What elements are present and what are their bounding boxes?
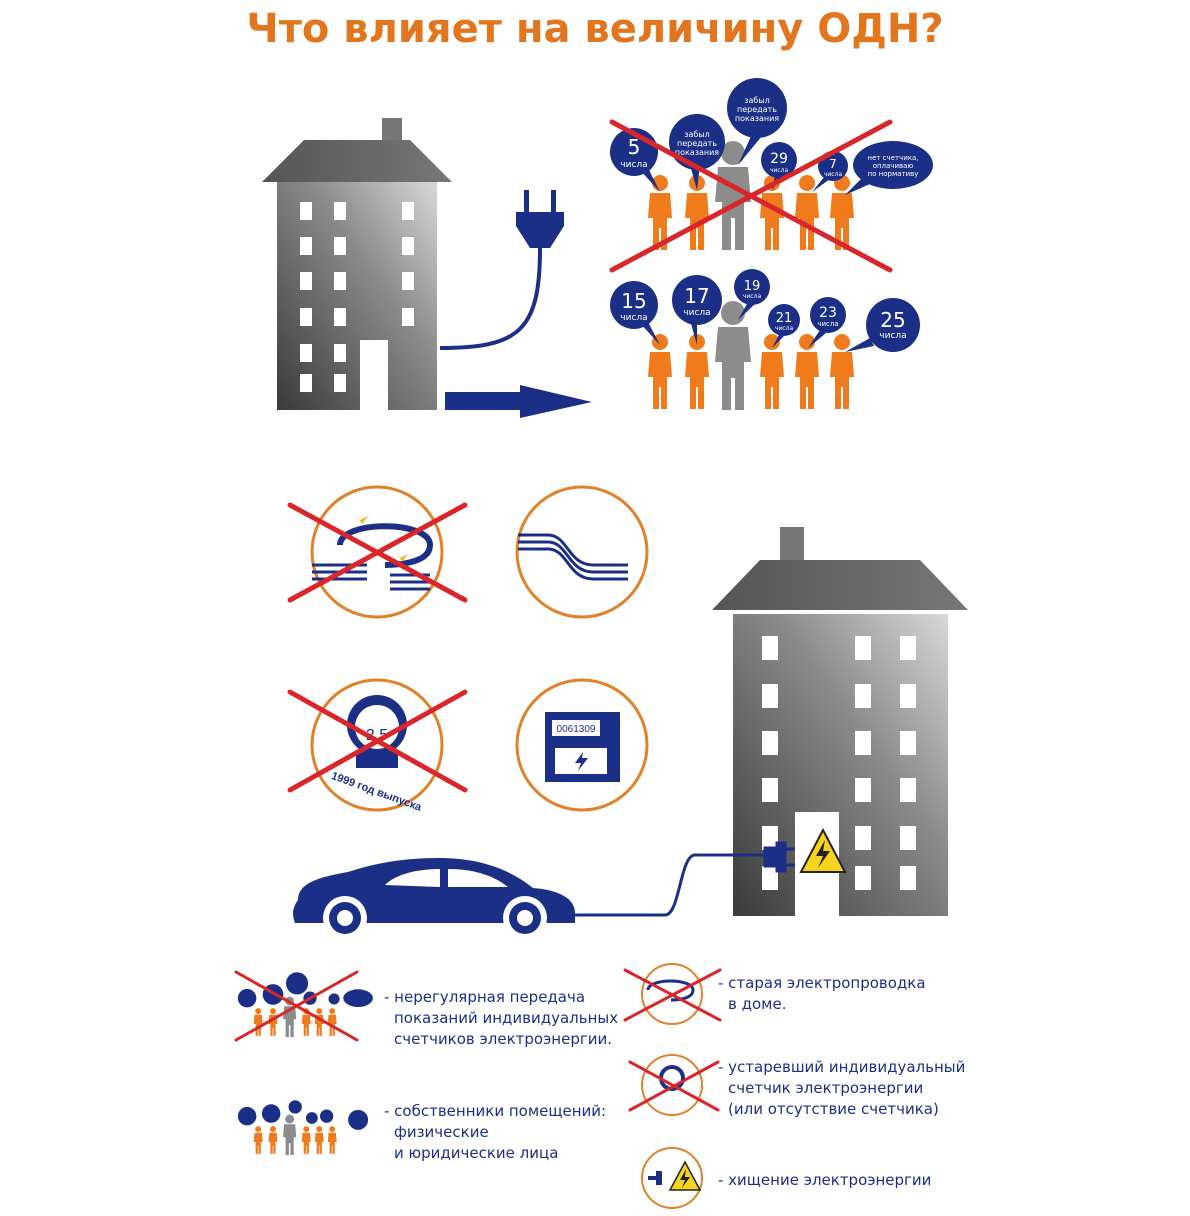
legend-old-meter: - устаревший индивидуальный счетчик элек… (628, 1054, 965, 1118)
svg-text:показания: показания (675, 148, 719, 157)
svg-text:числа: числа (817, 320, 838, 328)
legend-theft: - хищение электроэнергии (641, 1147, 931, 1209)
svg-text:17: 17 (684, 284, 709, 308)
svg-text:25: 25 (880, 308, 905, 332)
irregular-readings-group: 5 числа забыл передать показания забыл п… (609, 78, 933, 273)
car-icon (293, 841, 795, 940)
plug-icon (439, 190, 564, 350)
svg-text:- хищение электроэнергии: - хищение электроэнергии (718, 1171, 931, 1189)
svg-text:21: 21 (776, 311, 793, 326)
svg-text:забыл: забыл (744, 96, 770, 105)
old-wiring-icon (287, 485, 468, 619)
svg-text:нет счетчика,: нет счетчика, (868, 154, 919, 162)
svg-text:показаний индивидуальных: показаний индивидуальных (394, 1009, 618, 1027)
svg-text:числа: числа (683, 308, 710, 318)
svg-text:числа: числа (770, 167, 789, 174)
svg-text:(или отсутствие счетчика): (или отсутствие счетчика) (728, 1100, 939, 1118)
regular-readings-group: 15 числа 17 числа 19 числа 21 числа 23 ч… (610, 269, 920, 410)
svg-text:23: 23 (819, 305, 837, 321)
svg-text:- устаревший индивидуальный: - устаревший индивидуальный (718, 1058, 965, 1076)
warning-electricity-icon (799, 827, 847, 873)
new-wiring-icon (515, 485, 649, 619)
new-meter-icon: 0061309 (515, 678, 649, 812)
legend-wiring: - старая электропроводка в доме. (623, 963, 926, 1025)
svg-text:19: 19 (744, 279, 761, 294)
svg-text:- старая электропроводка: - старая электропроводка (718, 974, 926, 992)
svg-text:и юридические лица: и юридические лица (394, 1144, 558, 1162)
svg-text:числа: числа (620, 313, 647, 323)
page-title: Что влияет на величину ОДН? (246, 6, 943, 52)
svg-text:0061309: 0061309 (557, 724, 596, 735)
old-meter-icon: 2,5 1999 год выпуска (287, 678, 468, 814)
svg-text:счетчик электроэнергии: счетчик электроэнергии (728, 1079, 923, 1097)
svg-text:счетчиков электроэнергии.: счетчиков электроэнергии. (394, 1030, 612, 1048)
svg-text:29: 29 (770, 151, 788, 167)
svg-text:числа: числа (879, 331, 906, 341)
svg-text:передать: передать (677, 139, 717, 148)
svg-text:числа: числа (620, 160, 647, 170)
arrow-right-icon (445, 385, 592, 418)
svg-text:забыл: забыл (684, 130, 710, 139)
svg-text:показания: показания (735, 114, 779, 123)
svg-text:15: 15 (621, 289, 646, 313)
apartment-building-icon (262, 118, 452, 410)
svg-text:оплачиваю: оплачиваю (873, 162, 914, 170)
svg-text:- нерегулярная передача: - нерегулярная передача (384, 988, 585, 1006)
apartment-building-icon (712, 527, 968, 916)
legend-owners: - собственники помещений: физические и ю… (237, 1100, 606, 1162)
svg-text:- собственники помещений:: - собственники помещений: (384, 1102, 606, 1120)
svg-text:5: 5 (628, 135, 641, 159)
svg-text:в доме.: в доме. (728, 995, 786, 1013)
legend-irregular: - нерегулярная передача показаний индиви… (234, 970, 618, 1048)
svg-text:числа: числа (743, 293, 762, 300)
svg-text:по нормативу: по нормативу (868, 170, 919, 178)
svg-text:передать: передать (737, 105, 777, 114)
svg-text:числа: числа (824, 171, 843, 178)
svg-text:числа: числа (775, 325, 794, 332)
svg-text:физические: физические (394, 1123, 489, 1141)
svg-text:7: 7 (829, 157, 837, 171)
